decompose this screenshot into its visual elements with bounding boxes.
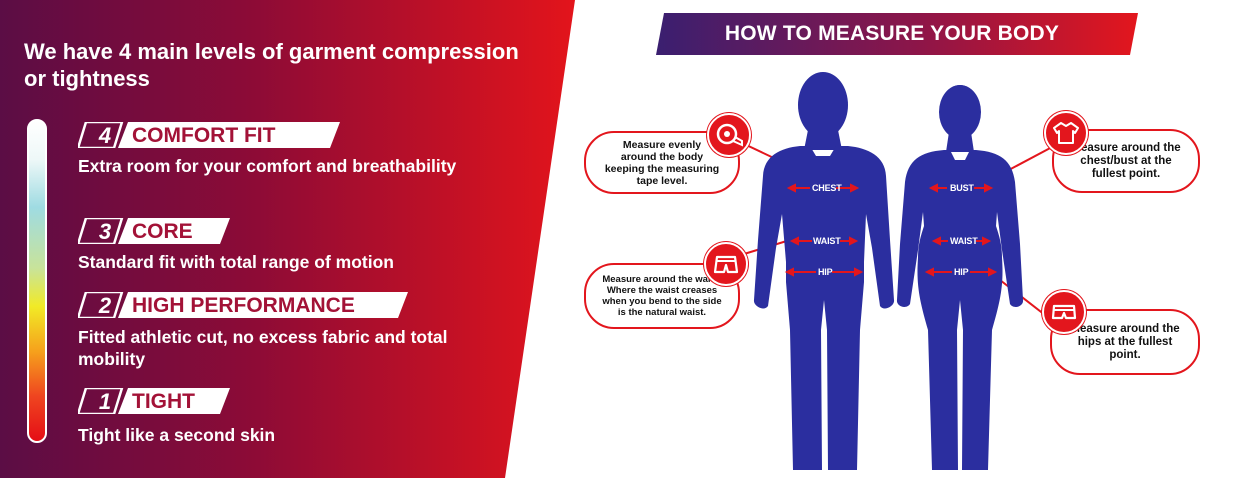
level-description: Standard fit with total range of motion	[78, 252, 394, 272]
left-panel-title: We have 4 main levels of garment compres…	[24, 39, 519, 91]
level-description: Fitted athletic cut, no excess fabric an…	[78, 327, 448, 369]
male-measure-arrows	[784, 183, 864, 277]
female-measure-arrows	[924, 183, 998, 277]
level-number: 4	[98, 123, 112, 148]
level-number: 2	[98, 293, 112, 318]
male-hip-label: HIP	[818, 267, 833, 277]
female-figure	[896, 85, 1024, 470]
level-banner-tight: 1 TIGHT	[78, 388, 230, 414]
header-banner	[656, 13, 1138, 55]
level-name: CORE	[132, 220, 193, 243]
hips-callout: Measure around the hips at the fullest p…	[1050, 309, 1200, 375]
male-waist-label: WAIST	[813, 236, 841, 246]
compression-scale-bar	[27, 119, 47, 443]
level-description: Extra room for your comfort and breathab…	[78, 156, 457, 176]
shorts-icon	[704, 242, 748, 286]
level-number: 1	[98, 389, 112, 414]
hips-callout-text: Measure around the hips at the fullest p…	[1070, 322, 1180, 361]
female-waist-label: WAIST	[950, 236, 978, 246]
shirt-icon	[1044, 111, 1088, 155]
level-name: HIGH PERFORMANCE	[132, 294, 355, 317]
chest-callout-text: Measure evenly around the body keeping t…	[604, 138, 720, 187]
level-number: 3	[98, 219, 112, 244]
level-banner-high-performance: 2 HIGH PERFORMANCE	[78, 292, 408, 318]
measuring-tape-icon	[707, 113, 751, 157]
male-figure	[753, 72, 895, 470]
bust-callout-text: Measure around the chest/bust at the ful…	[1071, 141, 1181, 180]
level-banner-comfort-fit: 4 COMFORT FIT	[78, 122, 340, 148]
hips-icon	[1042, 290, 1086, 334]
chest-callout: Measure evenly around the body keeping t…	[584, 131, 740, 194]
level-name: TIGHT	[132, 390, 195, 413]
header-title: HOW TO MEASURE YOUR BODY	[724, 22, 1060, 45]
female-hip-label: HIP	[954, 267, 969, 277]
male-chest-label: CHEST	[812, 183, 842, 193]
level-name: COMFORT FIT	[132, 124, 276, 147]
level-banner-core: 3 CORE	[78, 218, 230, 244]
level-description: Tight like a second skin	[78, 425, 276, 445]
waist-callout-text: Measure around the waist. Where the wais…	[602, 274, 722, 318]
female-bust-label: BUST	[950, 183, 974, 193]
